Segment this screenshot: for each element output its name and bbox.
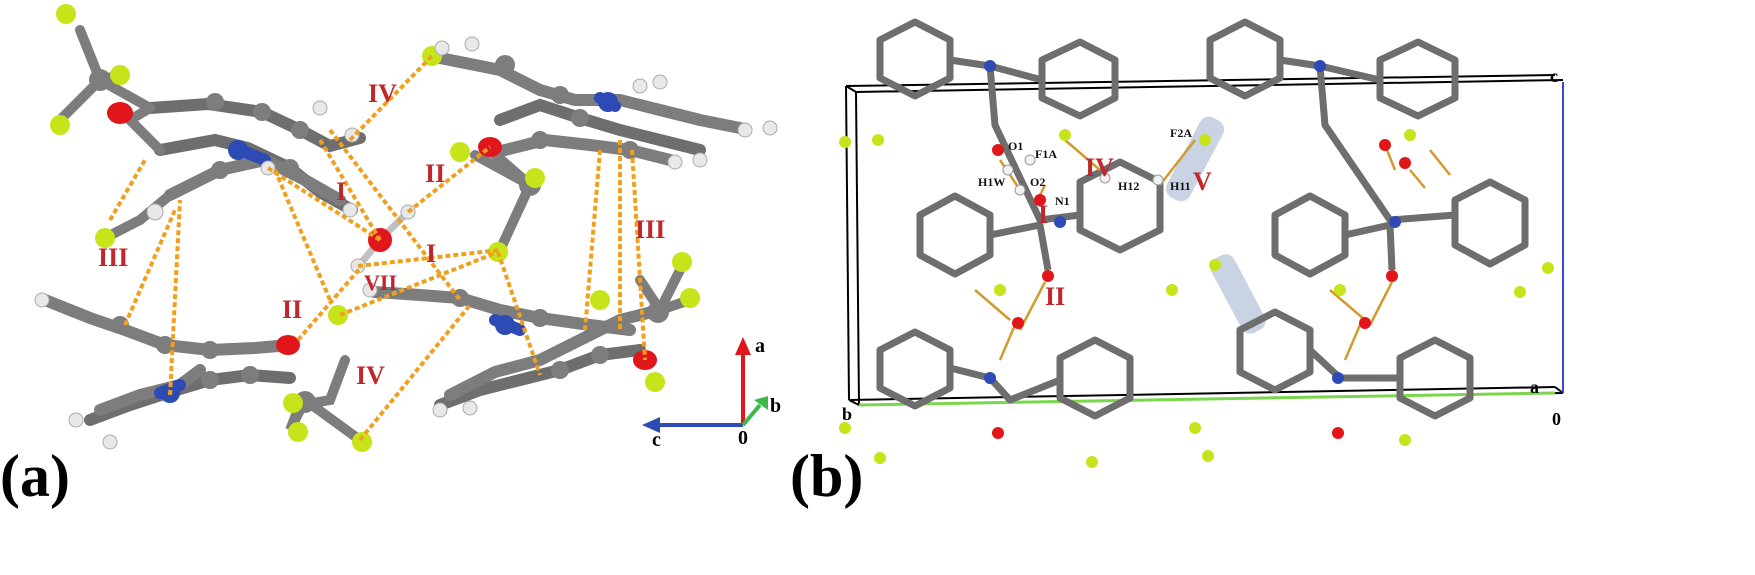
label-b-II: II <box>1045 282 1065 311</box>
molecule-lower-left <box>34 292 372 452</box>
atoms-b <box>839 60 1554 468</box>
label-I-upper: I <box>336 177 346 206</box>
label-III-left: III <box>98 243 128 272</box>
cell-label-b: b <box>842 404 852 424</box>
molecule-upper-left <box>50 4 366 248</box>
atom-label-F2A: F2A <box>1170 126 1192 140</box>
axes-a: a b c 0 <box>642 335 781 451</box>
interaction-labels-b: IV V I II <box>1038 153 1212 311</box>
label-I-lower: I <box>426 239 436 268</box>
panel-b: c a b 0 <box>790 18 1564 509</box>
axis-label-c: c <box>652 429 661 451</box>
atom-label-H1W: H1W <box>978 175 1005 189</box>
label-III-right: III <box>635 215 665 244</box>
cell-origin: 0 <box>1552 409 1561 429</box>
atom-label-N1: N1 <box>1055 194 1070 208</box>
label-b-I: I <box>1038 200 1048 229</box>
cell-axis-b <box>858 391 1556 407</box>
label-IV-top: IV <box>368 79 397 108</box>
panel-label-a: (a) <box>0 443 70 509</box>
atom-label-O2: O2 <box>1030 175 1045 189</box>
atom-label-H11: H11 <box>1170 179 1191 193</box>
axis-origin: 0 <box>738 427 748 449</box>
label-II-lower: II <box>282 295 302 324</box>
atom-labels-b: O1 F1A H1W O2 N1 H12 H11 F2A <box>978 126 1192 208</box>
label-IV-lower: IV <box>356 361 385 390</box>
atom-label-F1A: F1A <box>1035 147 1057 161</box>
molecule-lower-right <box>362 252 700 418</box>
label-b-V: V <box>1193 167 1212 196</box>
axis-label-b: b <box>770 395 781 417</box>
axis-label-a: a <box>755 335 765 357</box>
atom-label-O1: O1 <box>1008 139 1023 153</box>
cell-label-a: a <box>1530 377 1539 397</box>
label-II-top: II <box>425 159 445 188</box>
panel-a: IV II I I III III VII II IV a b c 0 (a) <box>0 4 781 509</box>
label-VII: VII <box>364 270 397 295</box>
label-b-IV: IV <box>1085 153 1114 182</box>
panel-label-b: (b) <box>790 443 863 509</box>
interaction-contacts <box>108 54 647 442</box>
atom-label-H12: H12 <box>1118 179 1139 193</box>
cell-label-c: c <box>1550 66 1558 86</box>
molecule-upper-right <box>422 36 778 262</box>
highlight-bar-lower <box>1210 254 1266 334</box>
hbond-lines-b <box>974 139 1451 361</box>
interaction-labels-a: IV II I I III III VII II IV <box>98 79 665 390</box>
